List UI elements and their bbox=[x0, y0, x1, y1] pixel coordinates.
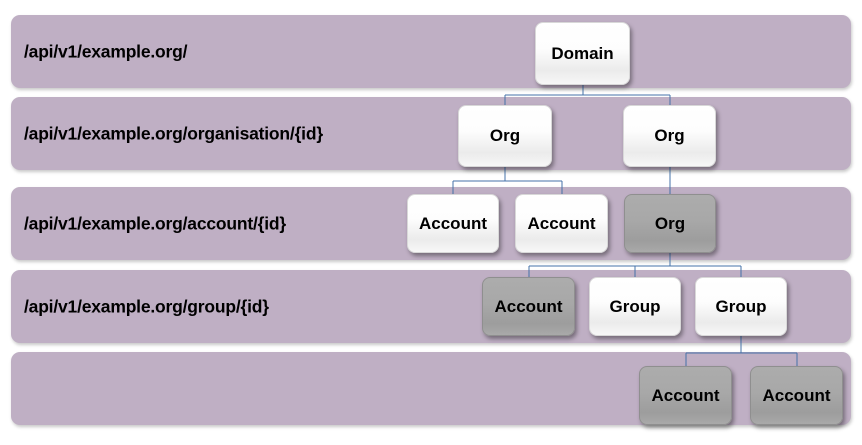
tree-node-account-3[interactable]: Account bbox=[482, 277, 575, 336]
tree-node-account-1[interactable]: Account bbox=[407, 194, 499, 253]
tree-node-group-2[interactable]: Group bbox=[695, 277, 787, 336]
endpoint-band-label: /api/v1/example.org/ bbox=[24, 41, 188, 61]
node-label: Org bbox=[489, 126, 521, 145]
node-label: Account bbox=[527, 213, 596, 233]
tree-node-group-1[interactable]: Group bbox=[589, 277, 681, 336]
tree-node-org-2[interactable]: Org bbox=[623, 105, 716, 167]
tree-node-org-3[interactable]: Org bbox=[624, 194, 716, 253]
endpoint-band-label: /api/v1/example.org/group/{id} bbox=[24, 296, 269, 316]
node-label: Domain bbox=[551, 43, 614, 63]
endpoint-band-label: /api/v1/example.org/account/{id} bbox=[24, 213, 287, 233]
node-label: Account bbox=[651, 385, 720, 405]
tree-node-org-1[interactable]: Org bbox=[458, 105, 552, 167]
endpoint-band-organisation: /api/v1/example.org/organisation/{id} bbox=[11, 97, 851, 170]
node-label: Group bbox=[715, 296, 767, 316]
tree-node-account-2[interactable]: Account bbox=[515, 194, 608, 253]
node-label: Org bbox=[654, 213, 686, 233]
node-label: Account bbox=[762, 385, 831, 405]
tree-node-account-5[interactable]: Account bbox=[750, 366, 843, 425]
endpoint-band-label: /api/v1/example.org/organisation/{id} bbox=[24, 123, 323, 143]
node-label: Account bbox=[494, 296, 563, 316]
tree-node-domain[interactable]: Domain bbox=[535, 22, 630, 85]
tree-node-account-4[interactable]: Account bbox=[639, 366, 732, 425]
node-label: Account bbox=[419, 213, 487, 233]
node-label: Group bbox=[609, 296, 661, 316]
endpoint-band-domain: /api/v1/example.org/ bbox=[11, 15, 851, 88]
node-label: Org bbox=[654, 126, 685, 145]
